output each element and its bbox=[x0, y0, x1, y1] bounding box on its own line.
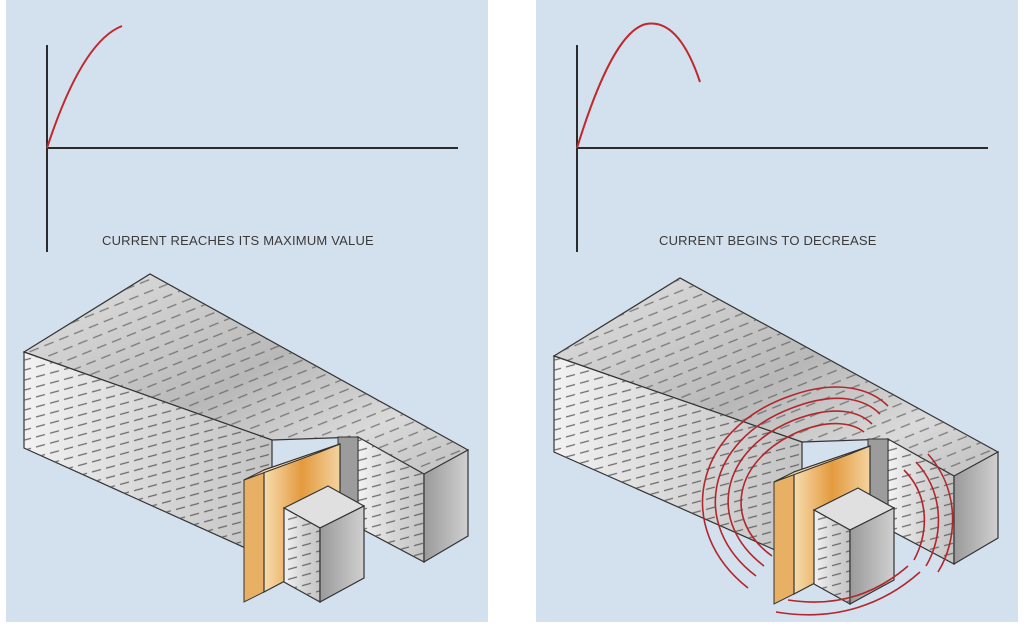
field-line bbox=[740, 422, 865, 557]
panel-caption: CURRENT BEGINS TO DECREASE bbox=[659, 233, 877, 248]
right-diagram bbox=[536, 0, 1018, 622]
armature-block bbox=[812, 487, 896, 606]
iron-core bbox=[22, 273, 470, 564]
armature-side bbox=[849, 507, 895, 606]
field-line bbox=[787, 565, 909, 603]
field-line bbox=[915, 461, 940, 567]
field-line bbox=[714, 397, 881, 577]
current-curve bbox=[576, 22, 701, 149]
field-line bbox=[903, 469, 926, 561]
left-diagram bbox=[6, 0, 488, 622]
coil-top bbox=[243, 443, 341, 481]
current-curve bbox=[46, 25, 123, 149]
panel-current-decreasing: CURRENT BEGINS TO DECREASE bbox=[536, 0, 1018, 622]
armature-block bbox=[282, 485, 366, 604]
coil-side bbox=[773, 471, 795, 605]
field-line bbox=[727, 410, 873, 567]
field-line bbox=[775, 571, 921, 616]
field-line bbox=[701, 386, 889, 589]
current-graph bbox=[576, 22, 988, 252]
panel-current-maximum: CURRENT REACHES ITS MAXIMUM VALUE bbox=[6, 0, 488, 622]
coil-top bbox=[773, 445, 871, 483]
magnetic-field-lines bbox=[701, 386, 954, 616]
coil-side bbox=[243, 469, 265, 603]
core-leg-side bbox=[423, 448, 469, 564]
core-leg-side bbox=[953, 450, 999, 566]
field-line bbox=[927, 453, 954, 573]
armature-side bbox=[319, 505, 365, 604]
panel-caption: CURRENT REACHES ITS MAXIMUM VALUE bbox=[102, 233, 374, 248]
current-graph bbox=[46, 25, 458, 252]
